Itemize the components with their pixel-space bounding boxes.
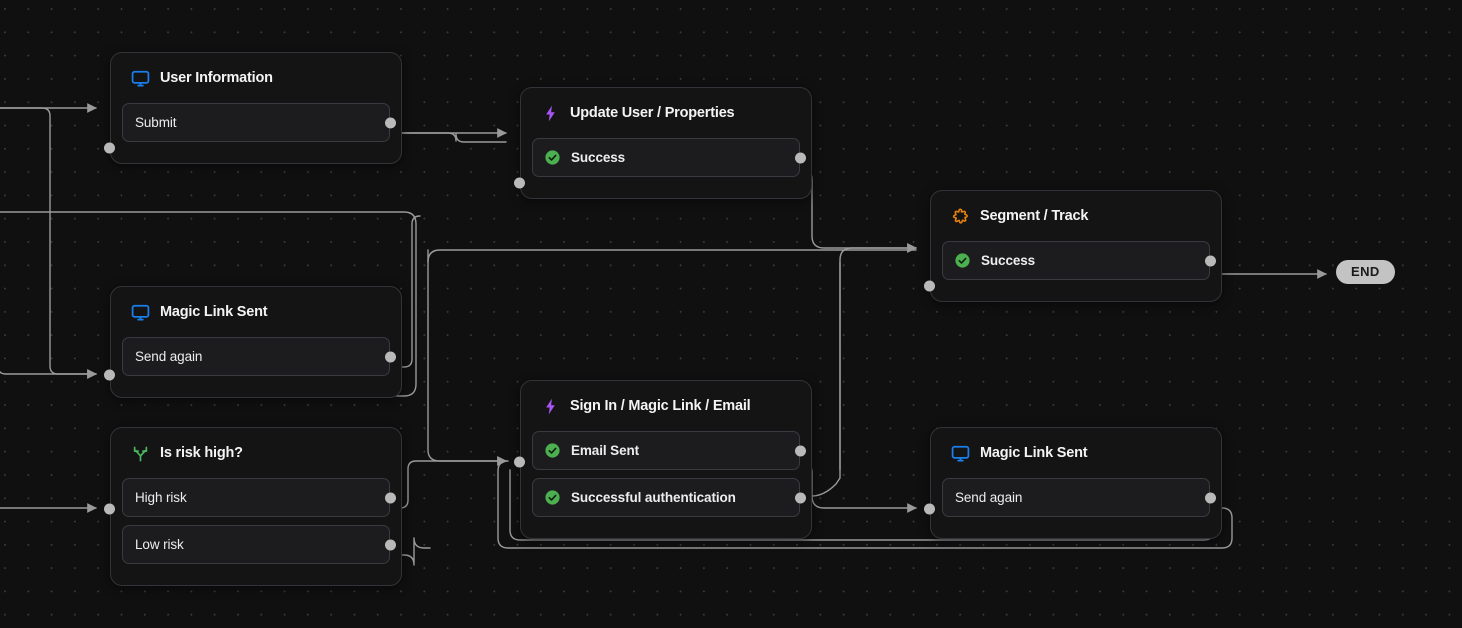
node-title: Magic Link Sent	[160, 304, 268, 320]
input-handle[interactable]	[514, 177, 525, 189]
port-row-high-risk[interactable]: High risk	[122, 478, 396, 517]
node-segment-track[interactable]: Segment / Track Success	[924, 190, 1222, 302]
edge-left-rail-vertical	[0, 107, 97, 379]
port-row-successful-authentication[interactable]: Successful authentication	[532, 478, 806, 517]
bolt-icon	[546, 105, 555, 121]
output-handle[interactable]	[1205, 492, 1216, 503]
input-handle[interactable]	[924, 503, 935, 515]
node-title: Update User / Properties	[570, 105, 735, 121]
edge-high-risk-to-signin	[395, 456, 507, 509]
edge-update-success-to-segment	[799, 167, 917, 253]
output-handle[interactable]	[385, 492, 396, 503]
port-row-success[interactable]: Success	[532, 138, 806, 177]
output-handle[interactable]	[795, 152, 806, 163]
port-label: High risk	[135, 490, 187, 505]
edge-submit-to-update-user	[395, 132, 507, 143]
node-title: Segment / Track	[980, 208, 1089, 224]
node-is-risk-high[interactable]: Is risk high? High risk Low risk	[104, 427, 402, 586]
output-handle[interactable]	[385, 117, 396, 128]
edge-trunk-top	[427, 249, 917, 263]
port-label: Successful authentication	[571, 490, 736, 505]
screen-icon	[131, 70, 150, 86]
port-label: Success	[571, 150, 626, 165]
node-header: Update User / Properties	[532, 102, 800, 124]
edge-in-magic-link-left	[0, 369, 97, 379]
success-check-icon	[955, 253, 970, 268]
success-check-icon	[545, 150, 560, 165]
success-check-icon	[545, 443, 560, 458]
edge-successful-auth-to-segment	[799, 243, 917, 509]
input-handle[interactable]	[924, 280, 935, 292]
input-handle[interactable]	[514, 456, 525, 468]
output-handle[interactable]	[385, 539, 396, 550]
input-handle[interactable]	[104, 503, 115, 515]
puzzle-icon	[952, 208, 968, 224]
node-magic-link-sent-left[interactable]: Magic Link Sent Send again	[104, 286, 402, 398]
screen-icon	[951, 445, 970, 461]
output-handle[interactable]	[1205, 255, 1216, 266]
node-title: Magic Link Sent	[980, 445, 1088, 461]
port-label: Low risk	[135, 537, 184, 552]
success-check-icon	[545, 490, 560, 505]
port-row-submit[interactable]: Submit	[122, 103, 396, 142]
branch-icon	[133, 446, 148, 461]
port-row-send-again[interactable]: Send again	[122, 337, 396, 376]
node-header: User Information	[122, 67, 390, 89]
node-title: Sign In / Magic Link / Email	[570, 398, 751, 414]
bolt-icon	[546, 398, 555, 414]
port-row-send-again[interactable]: Send again	[942, 478, 1216, 517]
screen-icon	[131, 304, 150, 320]
port-label: Send again	[135, 349, 203, 364]
port-label: Email Sent	[571, 443, 640, 458]
node-sign-in-magic-link-email[interactable]: Sign In / Magic Link / Email Email Sent …	[514, 380, 812, 539]
node-header: Segment / Track	[942, 205, 1210, 227]
edge-trunk-to-signin	[427, 249, 507, 466]
output-handle[interactable]	[385, 351, 396, 362]
node-title: Is risk high?	[160, 445, 243, 461]
port-label: Send again	[955, 490, 1023, 505]
node-header: Magic Link Sent	[942, 442, 1210, 464]
output-handle[interactable]	[795, 492, 806, 503]
node-user-information[interactable]: User Information Submit	[104, 52, 402, 164]
node-header: Magic Link Sent	[122, 301, 390, 323]
port-label: Success	[981, 253, 1036, 268]
node-header: Sign In / Magic Link / Email	[532, 395, 800, 417]
port-row-low-risk[interactable]: Low risk	[122, 525, 396, 564]
port-label: Submit	[135, 115, 177, 130]
node-header: Is risk high?	[122, 442, 390, 464]
input-handle[interactable]	[104, 369, 115, 381]
port-row-email-sent[interactable]: Email Sent	[532, 431, 806, 470]
output-handle[interactable]	[795, 445, 806, 456]
node-magic-link-sent-right[interactable]: Magic Link Sent Send again	[924, 427, 1222, 539]
port-row-success[interactable]: Success	[942, 241, 1216, 280]
input-handle[interactable]	[104, 142, 115, 154]
node-update-user-properties[interactable]: Update User / Properties Success	[514, 87, 812, 199]
edge-email-sent-to-magic-link-right	[799, 460, 917, 513]
node-title: User Information	[160, 70, 273, 86]
end-node[interactable]: END	[1336, 260, 1395, 284]
